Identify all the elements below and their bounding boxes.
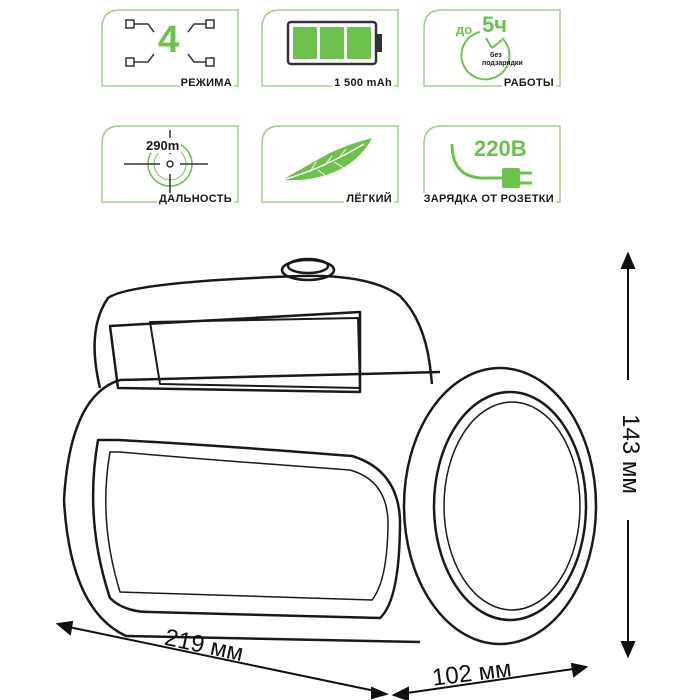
modes-icon	[125, 19, 215, 67]
lens-housing	[402, 366, 598, 646]
feather-icon	[281, 138, 372, 181]
feature-tile-charging: 220В ЗАРЯДКА ОТ РОЗЕТКИ	[421, 124, 562, 205]
lens-rim	[432, 390, 588, 622]
side-panel	[91, 438, 402, 620]
battery-caption: 1 500 mAh	[332, 77, 394, 89]
range-value: 290m	[144, 138, 182, 153]
plug-icon	[450, 143, 532, 188]
runtime-note-line2: подзарядки	[482, 60, 523, 67]
charging-voltage: 220В	[474, 136, 527, 161]
flashlight-drawing	[62, 257, 598, 646]
battery-icon	[286, 20, 382, 66]
range-caption: ДАЛЬНОСТЬ	[156, 193, 234, 205]
feature-tile-runtime: до 5ч без подзарядки РАБОТЫ	[422, 8, 562, 89]
body-outline	[62, 378, 421, 644]
handle-grip-opening	[108, 310, 362, 394]
lens-glass	[443, 401, 581, 611]
clock-icon	[460, 31, 511, 81]
feature-tile-weight: ЛЁГКИЙ	[260, 124, 400, 205]
runtime-hours: 5ч	[482, 12, 508, 37]
runtime-prefix: до	[456, 22, 473, 37]
modes-number: 4	[158, 19, 180, 61]
runtime-note-line1: без	[490, 52, 502, 59]
runtime-caption: РАБОТЫ	[501, 77, 556, 89]
weight-caption: ЛЁГКИЙ	[344, 193, 394, 205]
feature-tile-battery: 1 500 mAh	[260, 8, 400, 89]
feature-tile-range: 290m ДАЛЬНОСТЬ	[100, 124, 240, 205]
height-dimension-label: 143 мм	[616, 414, 644, 494]
feature-tile-modes: 4 РЕЖИМА	[100, 8, 240, 89]
modes-caption: РЕЖИМА	[178, 77, 234, 89]
charging-caption: ЗАРЯДКА ОТ РОЗЕТКИ	[421, 193, 556, 205]
